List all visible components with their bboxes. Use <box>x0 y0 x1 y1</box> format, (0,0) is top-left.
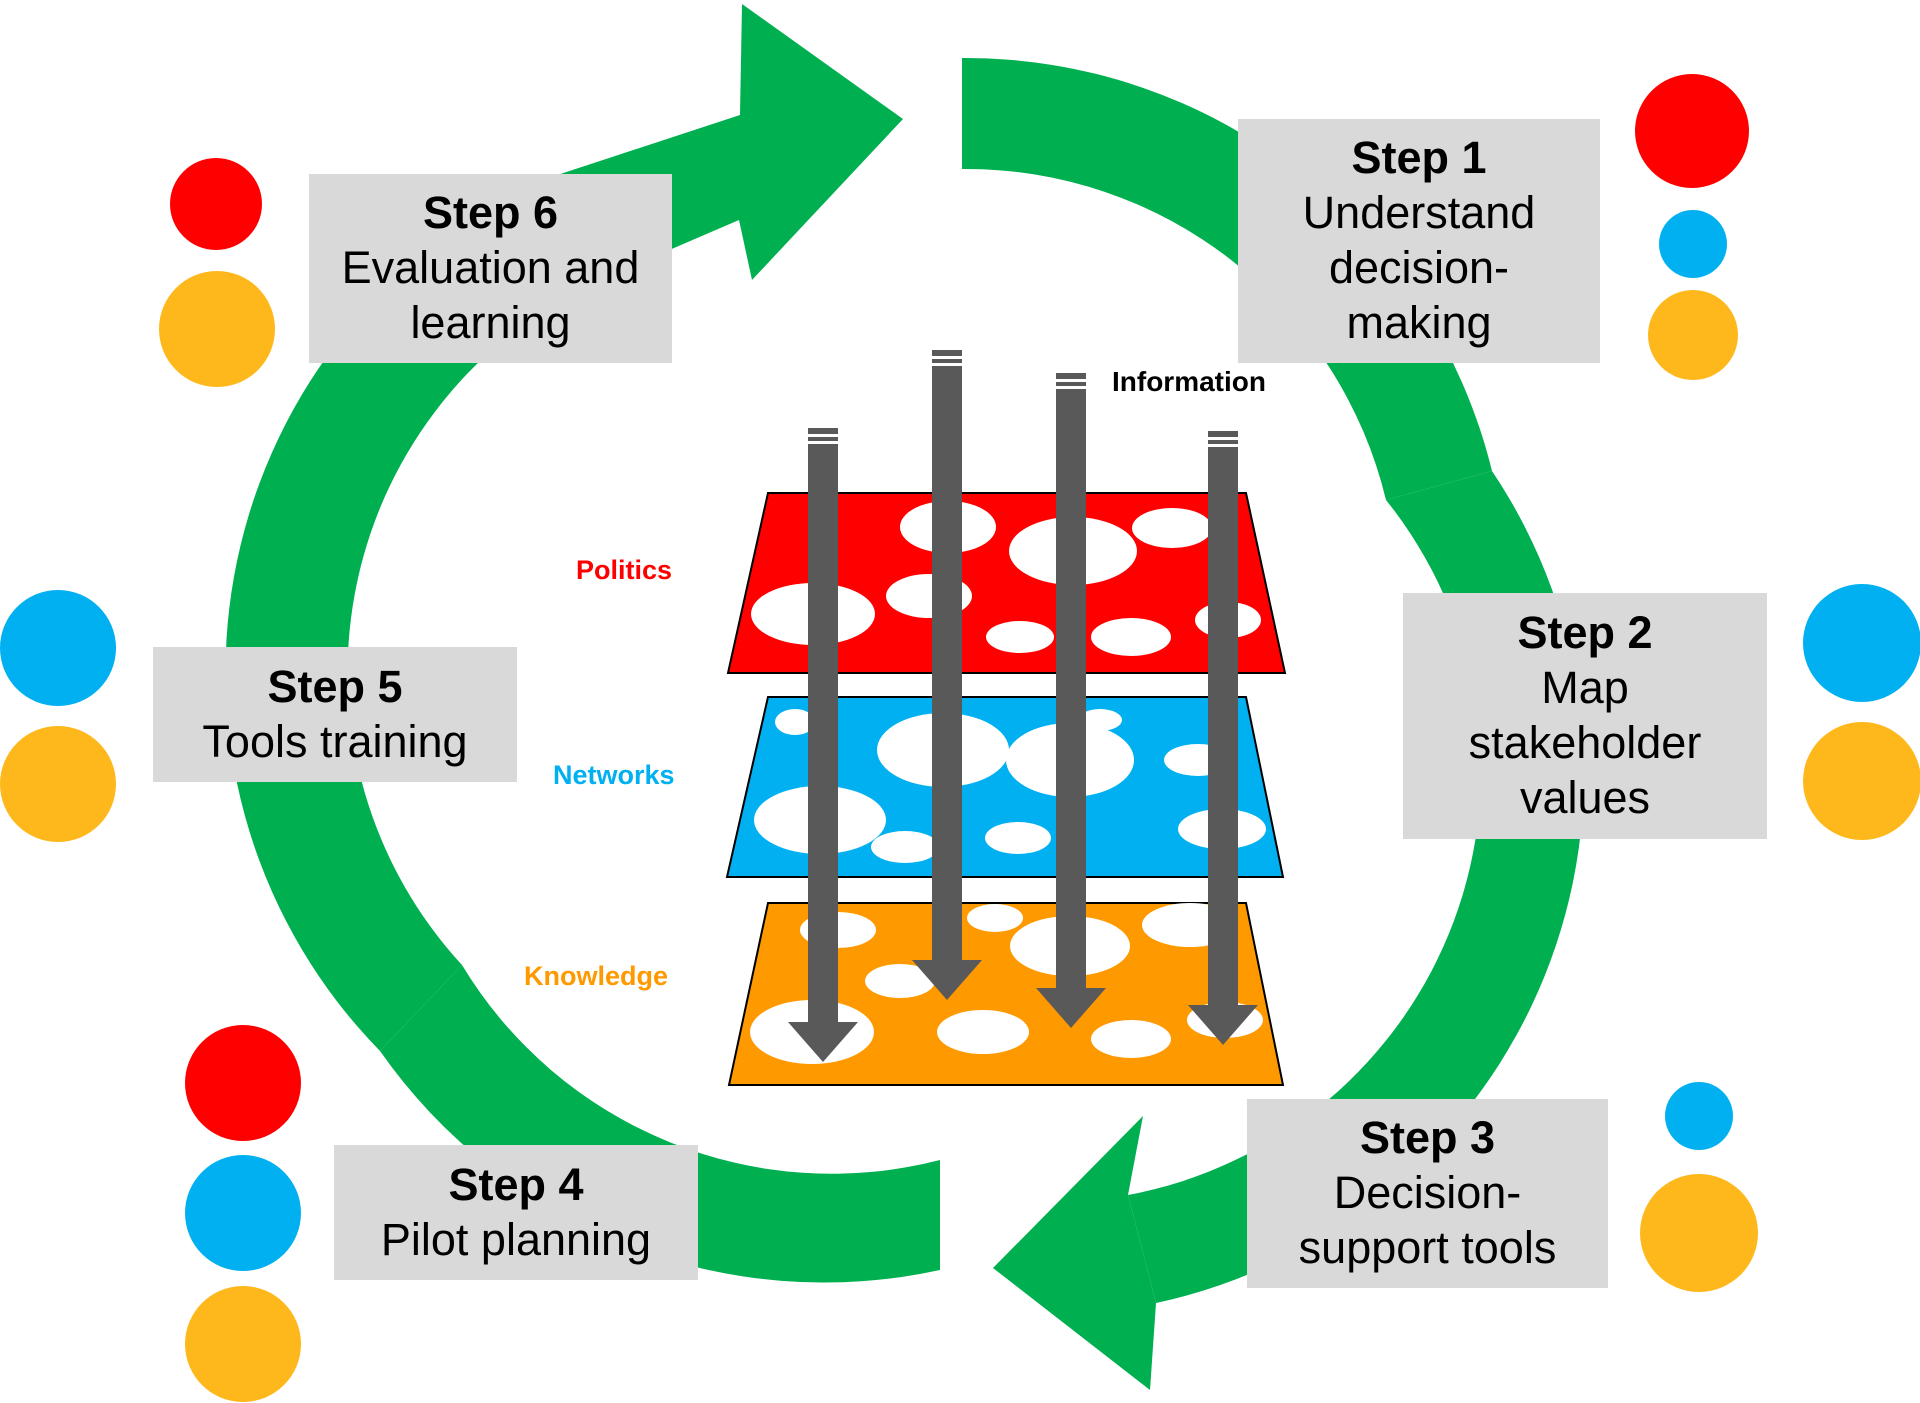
layer-hole <box>937 1010 1029 1054</box>
networks-label: Networks <box>553 760 675 790</box>
step-1-text-line-1: Understand <box>1302 187 1536 239</box>
step-1-title: Step 1 <box>1351 132 1487 184</box>
information-arrow <box>912 350 982 1000</box>
information-arrow <box>1036 373 1106 1028</box>
step-6-text-line-1: Evaluation and <box>341 242 640 294</box>
step-3-text-line-2: support tools <box>1298 1221 1557 1273</box>
step-5-knowledge-dot <box>0 726 116 842</box>
step-2-box: Step 2 Map stakeholder values <box>1403 593 1767 839</box>
step-3-title: Step 3 <box>1359 1112 1496 1164</box>
information-arrow <box>788 428 858 1062</box>
step-6-text-line-2: learning <box>410 296 571 348</box>
step-2-knowledge-dot <box>1803 722 1920 840</box>
layer-hole <box>967 904 1023 932</box>
step-1-politics-dot <box>1635 74 1749 188</box>
step-4-title: Step 4 <box>448 1158 584 1210</box>
layer-hole <box>775 709 815 735</box>
step-1-networks-dot <box>1659 210 1727 278</box>
step-6-knowledge-dot <box>159 271 275 387</box>
step-2-text-line-1: Map <box>1541 662 1629 714</box>
layer-hole <box>865 964 935 998</box>
step-6-title: Step 6 <box>422 187 559 239</box>
step-2-text-line-2: stakeholder <box>1468 717 1702 768</box>
cycle-arrowhead-bottom-right <box>993 1116 1156 1390</box>
knowledge-label: Knowledge <box>524 961 669 991</box>
layer-hole <box>986 621 1054 653</box>
layer-hole <box>871 831 939 863</box>
step-5-networks-dot <box>0 590 116 706</box>
cycle-arrow-top <box>962 57 1492 501</box>
step-2-title: Step 2 <box>1517 607 1653 659</box>
step-6-politics-dot <box>170 158 262 250</box>
cycle-arrow-left <box>225 182 588 1051</box>
step-1-knowledge-dot <box>1648 290 1738 380</box>
step-6-box: Step 6 Evaluation and learning <box>309 174 672 363</box>
layer-hole <box>1091 1020 1171 1058</box>
step-1-box: Step 1 Understand decision- making <box>1238 119 1600 363</box>
step-4-knowledge-dot <box>185 1286 301 1402</box>
cycle-arrow-bottom <box>380 965 940 1283</box>
step-2-networks-dot <box>1803 584 1920 702</box>
step-1-text-line-2: decision- <box>1328 242 1510 293</box>
politics-label: Politics <box>576 555 673 585</box>
layer-hole <box>1091 618 1171 656</box>
information-arrows <box>788 350 1258 1062</box>
step-5-text-line-1: Tools training <box>202 715 468 767</box>
step-3-networks-dot <box>1665 1082 1733 1150</box>
step-4-politics-dot <box>185 1025 301 1141</box>
step-4-networks-dot <box>185 1155 301 1271</box>
step-5-box: Step 5 Tools training <box>153 647 517 782</box>
step-2-text-line-3: values <box>1519 771 1651 823</box>
step-5-title: Step 5 <box>267 660 403 712</box>
step-3-text-line-1: Decision- <box>1333 1167 1522 1219</box>
layer-hole <box>1078 709 1122 731</box>
cycle-arrow-right <box>1128 471 1585 1303</box>
layer-hole <box>1132 508 1212 548</box>
step-3-knowledge-dot <box>1640 1174 1758 1292</box>
step-1-text-line-3: making <box>1346 296 1492 348</box>
step-4-text-line-1: Pilot planning <box>380 1213 652 1265</box>
step-3-box: Step 3 Decision- support tools <box>1247 1099 1608 1288</box>
step-4-box: Step 4 Pilot planning <box>334 1145 698 1280</box>
information-arrow <box>1188 431 1258 1045</box>
layer-hole <box>985 822 1051 854</box>
information-label: Information <box>1112 366 1266 397</box>
